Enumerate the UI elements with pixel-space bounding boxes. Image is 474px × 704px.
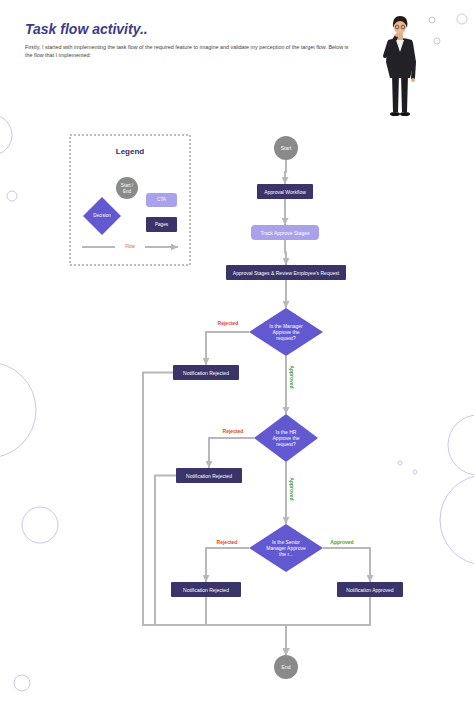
person-illustration [385, 16, 415, 116]
node-text: Notification Rejected [183, 370, 229, 376]
flow-connector [143, 373, 286, 656]
flow-connector [209, 438, 254, 468]
start-end-circle: Start [274, 136, 298, 160]
figure-arm [411, 43, 414, 78]
decor-circle [429, 17, 435, 23]
figure-leg [392, 74, 399, 112]
figure-arm [385, 37, 396, 56]
decor-circle [7, 191, 17, 201]
figure-shirt [396, 40, 404, 52]
circle-shape [274, 655, 298, 679]
connector-label: Rejected [223, 428, 244, 434]
diamond-shape [249, 308, 323, 356]
figure-hand [411, 78, 415, 82]
flow-connector [284, 199, 286, 225]
node-text: Notification Rejected [186, 473, 232, 479]
decision-diamond: Is the Manager Approve the request? [249, 308, 323, 356]
flow-connector [285, 160, 286, 184]
legend-swatches [83, 177, 177, 235]
flow-connector [285, 356, 287, 414]
node-text: Is the HR Approve the request? [268, 429, 304, 447]
node-text: Notification Approved [346, 587, 393, 593]
figure-leg [401, 74, 408, 112]
page-box: Notification Rejected [171, 582, 241, 597]
figure-hair [393, 16, 407, 28]
connector-label: Rejected [218, 320, 239, 326]
flow-connector [206, 332, 249, 365]
flow-connector [285, 280, 287, 308]
node-text: Notification Rejected [183, 587, 229, 593]
node-text: Is the Senior Manager Approve the r... [265, 539, 307, 557]
legend-text: Pages [147, 222, 176, 228]
intro-note: Firstly, I started with implementing the… [25, 44, 355, 59]
legend-frame [70, 135, 190, 265]
flow-connector [323, 548, 370, 582]
decor-circle [398, 461, 402, 465]
decor-circle [0, 115, 12, 155]
legend-text: Flow [115, 244, 145, 250]
connector-label: Approved [330, 539, 353, 545]
node-text: Is the Manager Approve the request? [266, 323, 306, 341]
figure-glasses [401, 25, 405, 29]
legend-swatch [146, 193, 177, 207]
diamond-shape [254, 414, 318, 462]
figure-jacket [386, 38, 414, 78]
decor-circle [434, 38, 440, 44]
node-text: Approval Workflow [264, 189, 306, 195]
flow-connector [285, 240, 286, 265]
page-box: Notification Approved [337, 582, 403, 597]
decor-circle [413, 470, 417, 474]
legend-swatch [116, 177, 138, 199]
connector-label: Approved [289, 365, 295, 388]
decor-circle [22, 507, 58, 543]
connector-label: Approved [289, 477, 295, 500]
node-text: Track Approve Stages [260, 230, 309, 236]
decision-diamond: Is the Senior Manager Approve the r... [249, 524, 323, 572]
decor-circle [0, 362, 36, 458]
circle-shape [274, 136, 298, 160]
page-title: Task flow activity.. [25, 21, 148, 37]
diamond-shape [249, 524, 323, 572]
flow-connector [206, 597, 286, 655]
decor-circle [457, 14, 467, 24]
decision-diamond: Is the HR Approve the request? [254, 414, 318, 462]
node-text: Approval Stages & Review Employee's Requ… [233, 270, 339, 276]
page-box: Approval Workflow [257, 184, 313, 199]
figure-shoe [400, 112, 410, 116]
flow-connector [285, 462, 287, 524]
connector-label: Rejected [217, 539, 238, 545]
flow-connector [206, 548, 249, 582]
legend-heading: Legend [105, 147, 155, 156]
decor-circle [448, 415, 474, 475]
legend-text: Decision [87, 213, 117, 219]
node-text: End [282, 664, 291, 670]
legend-text: Start / End [118, 183, 136, 194]
flow-connector [155, 476, 286, 656]
page-box: Notification Rejected [176, 468, 242, 483]
legend-swatch [146, 217, 177, 232]
decor-circle [14, 675, 30, 691]
flow-connector [286, 597, 370, 655]
legend-swatch [83, 197, 121, 235]
node-text: Start [281, 145, 292, 151]
figure-glasses [395, 25, 399, 29]
cta-button: Track Approve Stages [251, 225, 319, 240]
start-end-circle: End [274, 655, 298, 679]
page-box: Approval Stages & Review Employee's Requ… [226, 265, 346, 280]
decor-circle [440, 475, 474, 565]
legend-text: CTA [147, 197, 176, 203]
figure-shoe [390, 112, 400, 116]
page-box: Notification Rejected [173, 365, 239, 380]
